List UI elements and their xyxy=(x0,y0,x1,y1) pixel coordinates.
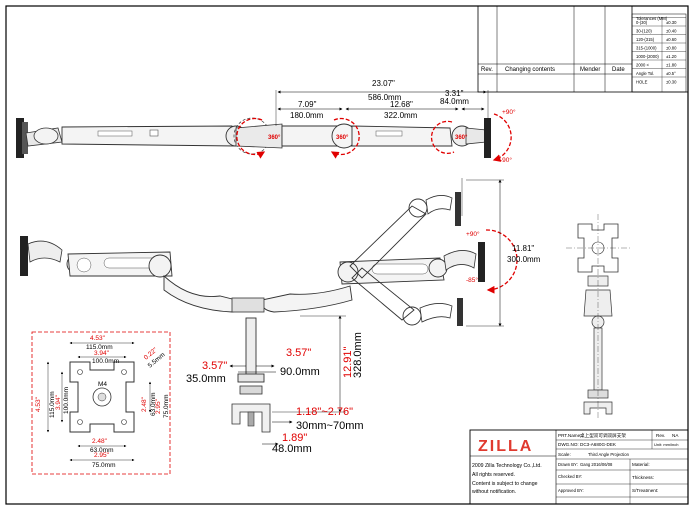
vesa-h-inner-mm: 100.0mm xyxy=(63,387,70,414)
rot-label-1: 360° xyxy=(268,135,281,141)
tolerance-range: 1000-(2000) xyxy=(636,54,659,59)
side-height-in: 11.81" xyxy=(512,244,534,253)
foot-mm: 48.0mm xyxy=(272,443,312,455)
material-label: Material: xyxy=(632,462,650,467)
changing-contents-header: Changing contents xyxy=(505,67,555,73)
tolerance-range: 30-(120) xyxy=(636,29,652,34)
overall-in: 23.07" xyxy=(372,79,395,88)
tolerance-value: ±0.30 xyxy=(666,20,677,25)
base-mm: 90.0mm xyxy=(280,366,320,378)
approved-label: Approved BY: xyxy=(558,488,584,493)
vesa-b1-in: 2.48" xyxy=(92,438,108,445)
vesa-r1-mm: 63.0mm xyxy=(150,393,157,416)
vesa-screw: M4 xyxy=(98,381,107,388)
tolerance-range: 315-(1000) xyxy=(636,46,657,51)
vesa-h-outer-in: 4.53" xyxy=(35,396,42,412)
vesa-r2-mm: 75.0mm xyxy=(163,395,170,418)
thickness-label: Thickness: xyxy=(632,475,654,480)
projection-label: Third Angle Projection xyxy=(588,452,630,457)
vesa-w-outer-mm: 115.0mm xyxy=(86,344,113,351)
title-block: ZILLA 2009 Zilla Technology Co.,Ltd. All… xyxy=(469,429,689,505)
vesa-w-inner-mm: 100.0mm xyxy=(92,358,119,365)
vesa-w-inner-in: 3.94" xyxy=(94,350,110,357)
vesa-r2-in: 2.95" xyxy=(155,398,162,414)
clamp-range-in: 1.18"~2.76" xyxy=(296,406,353,418)
tolerance-value: ±0.5° xyxy=(666,71,676,76)
drawn-value: Gang 2016/06/08 xyxy=(580,462,613,467)
right-span-mm: 84.0mm xyxy=(440,97,469,106)
vesa-b2-mm: 75.0mm xyxy=(92,462,115,469)
tolerance-range: 0-(30) xyxy=(636,20,648,25)
vesa-plate-detail: 4.53" 115.0mm 3.94" 100.0mm 0.22" 5.5mm … xyxy=(31,331,171,475)
tolerance-value: ±1.20 xyxy=(666,54,677,59)
tolerance-range: 120-(315) xyxy=(636,37,655,42)
vesa-h-inner-in: 3.94" xyxy=(55,394,62,410)
pole-width-mm: 35.0mm xyxy=(186,373,226,385)
sheet-border xyxy=(5,5,689,505)
tolerance-value: ±1.80 xyxy=(666,63,677,68)
top-tilt-down: -90° xyxy=(500,156,512,164)
vesa-b2-in: 2.95" xyxy=(94,452,110,459)
notice-line-2: without notification. xyxy=(472,489,516,495)
base-in: 3.57" xyxy=(286,347,311,359)
pole-height-in: 12.91" xyxy=(342,346,354,378)
copyright-text: 2009 Zilla Technology Co.,Ltd. xyxy=(472,463,542,469)
rot-label-3: 360° xyxy=(455,135,468,141)
vesa-h-outer-mm: 115.0mm xyxy=(49,391,56,418)
rev-header: Rev. xyxy=(481,67,493,73)
overall-mm: 586.0mm xyxy=(368,93,402,102)
rev-value: NA xyxy=(672,433,679,438)
dwg-value: DC3-A680G-DEK xyxy=(580,442,617,447)
mender-header: Mender xyxy=(580,67,600,73)
treatment-label: S/Treatment: xyxy=(632,488,658,493)
clamp-range-mm: 30mm~70mm xyxy=(296,420,364,432)
tolerance-range: HOLE xyxy=(636,80,648,85)
checked-label: Checked BY: xyxy=(558,474,582,479)
top-tilt-up: +90° xyxy=(502,108,516,116)
vesa-b1-mm: 63.0mm xyxy=(90,447,113,454)
pole-width-in: 3.57" xyxy=(202,360,227,372)
rev-label: Rev. xyxy=(656,433,665,438)
foot-in: 1.89" xyxy=(282,432,307,444)
right-span-in: 3.31" xyxy=(445,89,464,98)
pole-dimensions: 3.57" 35.0mm 3.57" 90.0mm 12.91" 328.0mm… xyxy=(186,315,364,455)
rights-text: All rights reserved. xyxy=(472,472,515,478)
prt-name-label: PRT.Name: xyxy=(558,433,581,438)
mid-span-mm: 322.0mm xyxy=(384,111,418,120)
vesa-w-outer-in: 4.53" xyxy=(90,335,106,342)
tolerance-range: Angle Tol. xyxy=(636,71,654,76)
left-span-in: 7.09" xyxy=(298,100,317,109)
date-header: Date xyxy=(612,67,625,73)
brand-logo: ZILLA xyxy=(478,438,533,455)
unit-label: Unit: mm/inch xyxy=(654,442,678,447)
revision-block: Rev. Changing contents Mender Date Toler… xyxy=(477,5,689,93)
side-projection xyxy=(566,214,630,420)
tolerance-value: ±0.40 xyxy=(666,29,677,34)
side-tilt-down: -85° xyxy=(466,276,478,284)
side-height-mm: 300.0mm xyxy=(507,255,541,264)
scale-label: Scale: xyxy=(558,452,571,457)
notice-line-1: Content is subject to change xyxy=(472,481,538,487)
drawn-label: Drawn BY: xyxy=(558,462,578,467)
top-view: 360° 360° 360° +90° -90° 23.07" 586.0mm … xyxy=(16,79,516,164)
rot-label-2: 360° xyxy=(336,135,349,141)
tolerance-range: 2000 < xyxy=(636,63,649,68)
tolerance-value: ±0.60 xyxy=(666,37,677,42)
side-tilt-up: +90° xyxy=(466,230,480,238)
tolerance-value: ±0.30 xyxy=(666,80,677,85)
tolerance-value: ±0.80 xyxy=(666,46,677,51)
pole-height-mm: 328.0mm xyxy=(352,332,364,378)
left-span-mm: 180.0mm xyxy=(290,111,324,120)
vesa-r1-in: 2.48" xyxy=(141,396,148,412)
prt-name-value: 桌上型双可调双屏支架 xyxy=(580,432,626,439)
tolerance-title: Tolerances (MM) xyxy=(636,16,668,21)
dwg-label: DWG.NO: xyxy=(558,442,579,447)
mid-span-in: 12.68" xyxy=(390,100,413,109)
front-view: +90° -85° 11.81" 300.0mm xyxy=(20,178,541,433)
